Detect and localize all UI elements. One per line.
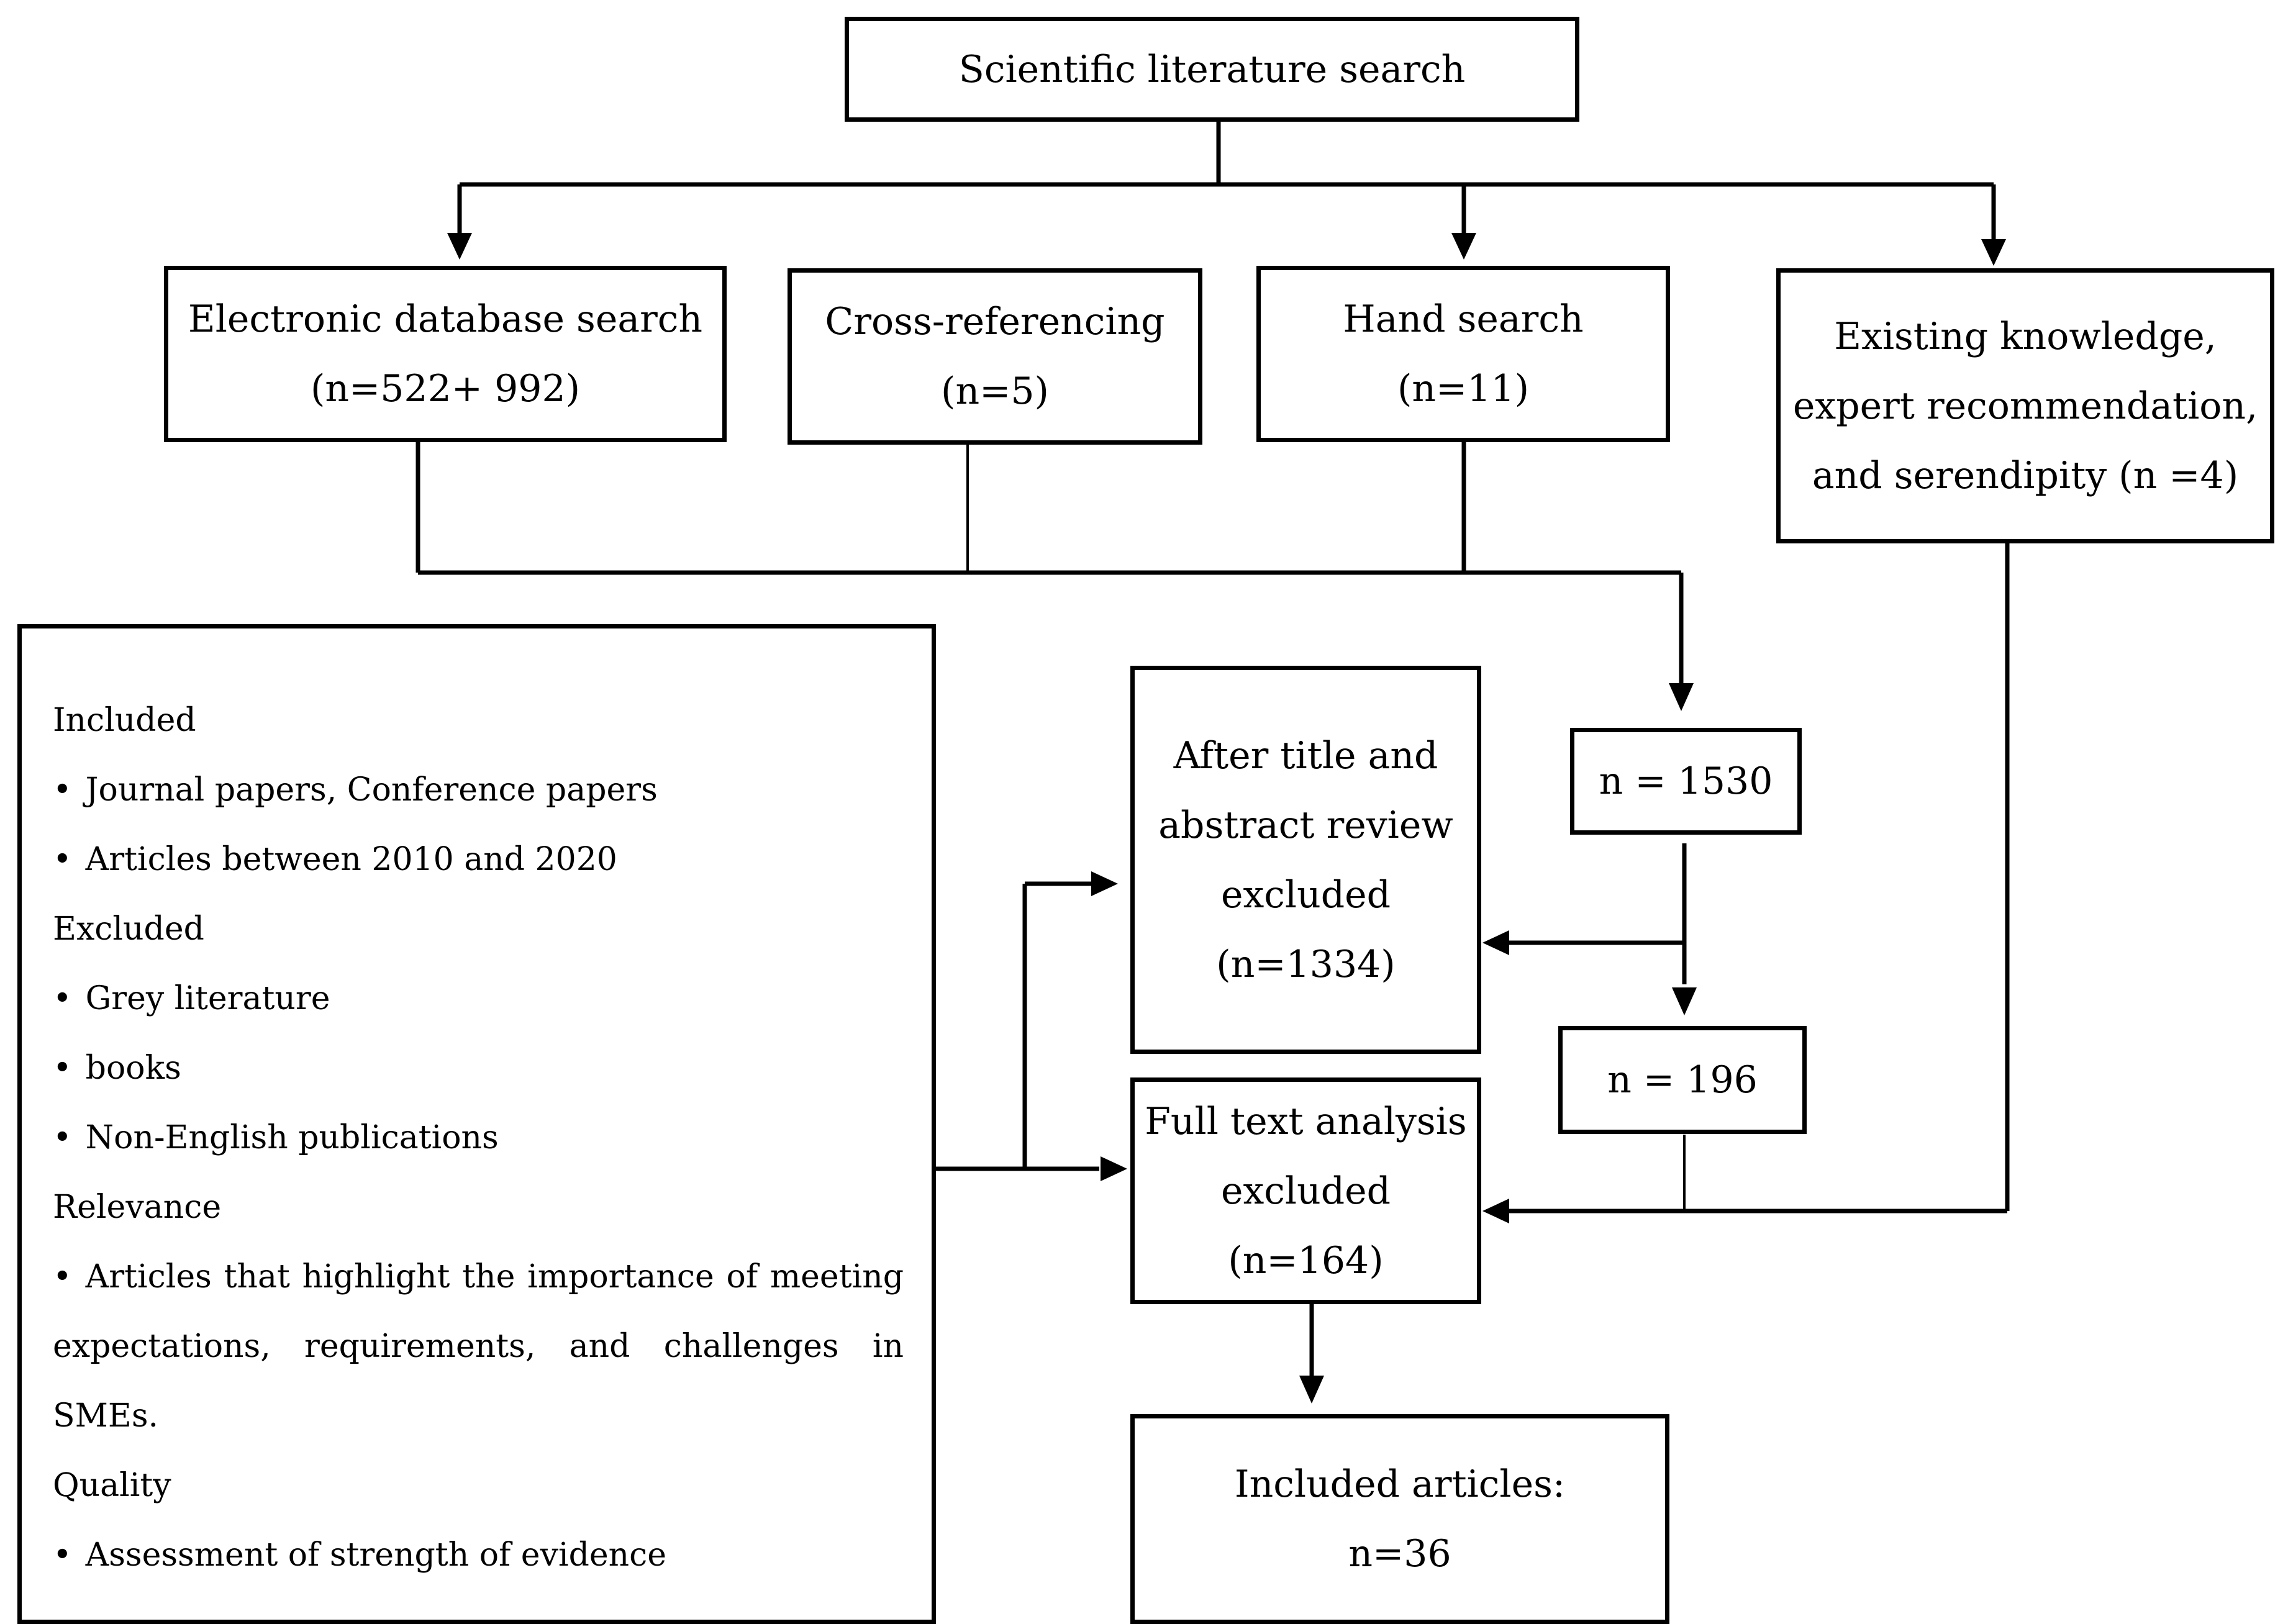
title-abstract-line-1: After title and [1173, 733, 1438, 778]
arrowhead-criteria-fulltext [1101, 1156, 1127, 1181]
arrowhead-electronic [447, 233, 472, 260]
criteria-included-heading: Included [53, 702, 196, 739]
arrowhead-hand [1451, 233, 1476, 260]
criteria-relevance-heading: Relevance [53, 1189, 222, 1226]
criteria-relevance-item: Articles that highlight the importance o… [53, 1242, 904, 1451]
existing-line-3: and serendipity (n =4) [1812, 453, 2239, 497]
criteria-included-item-1: Journal papers, Conference papers [53, 755, 901, 825]
n-1530-value: n = 1530 [1599, 760, 1773, 803]
existing-line-1: Existing knowledge, [1834, 314, 2217, 358]
box-electronic-database-search: Electronic database search (n=522+ 992) [164, 266, 727, 442]
box-existing-knowledge: Existing knowledge, expert recommendatio… [1776, 268, 2274, 543]
criteria-excluded-item-2: books [53, 1033, 901, 1103]
title-abstract-count: (n=1334) [1216, 942, 1396, 986]
box-scientific-literature-search: Scientific literature search [845, 17, 1579, 122]
arrowhead-included [1299, 1376, 1324, 1404]
arrowhead-196 [1672, 987, 1697, 1015]
full-text-count: (n=164) [1228, 1238, 1384, 1282]
criteria-included-item-2: Articles between 2010 and 2020 [53, 825, 901, 894]
included-line-1: Included articles: [1234, 1463, 1566, 1506]
criteria-excluded-item-3: Non-English publications [53, 1103, 901, 1173]
full-text-line-1: Full text analysis [1145, 1099, 1467, 1143]
arrowhead-criteria-top [1091, 871, 1118, 896]
existing-line-2: expert recommendation, [1792, 384, 2258, 428]
box-inclusion-criteria: Included Journal papers, Conference pape… [17, 624, 936, 1624]
box-full-text-excluded: Full text analysis excluded (n=164) [1130, 1077, 1481, 1304]
box-included-articles: Included articles: n=36 [1130, 1414, 1669, 1624]
crossref-count: (n=5) [941, 370, 1049, 413]
box-title: Scientific literature search [958, 47, 1466, 91]
arrowhead-fulltext-right [1482, 1199, 1509, 1223]
box-title-abstract-excluded: After title and abstract review excluded… [1130, 666, 1481, 1054]
box-n-1530: n = 1530 [1570, 728, 1802, 835]
criteria-quality-item: Assessment of strength of evidence [53, 1520, 901, 1590]
crossref-label: Cross-referencing [825, 300, 1165, 343]
title-abstract-line-2: abstract review [1158, 803, 1453, 847]
electronic-count: (n=522+ 992) [310, 367, 581, 411]
full-text-line-2: excluded [1220, 1169, 1391, 1213]
n-196-value: n = 196 [1607, 1058, 1758, 1102]
box-cross-referencing: Cross-referencing (n=5) [788, 268, 1202, 445]
hand-count: (n=11) [1397, 367, 1530, 411]
criteria-excluded-item-1: Grey literature [53, 964, 901, 1033]
arrowhead-1530 [1669, 683, 1694, 711]
box-hand-search: Hand search (n=11) [1256, 266, 1670, 442]
electronic-label: Electronic database search [188, 297, 703, 341]
criteria-excluded-heading: Excluded [53, 910, 204, 948]
hand-label: Hand search [1343, 297, 1584, 341]
criteria-quality-heading: Quality [53, 1467, 171, 1504]
title-abstract-line-3: excluded [1220, 873, 1391, 917]
arrowhead-title-abstract [1482, 930, 1509, 955]
included-line-2: n=36 [1348, 1532, 1451, 1576]
arrowhead-existing [1981, 239, 2006, 266]
box-n-196: n = 196 [1558, 1026, 1807, 1134]
